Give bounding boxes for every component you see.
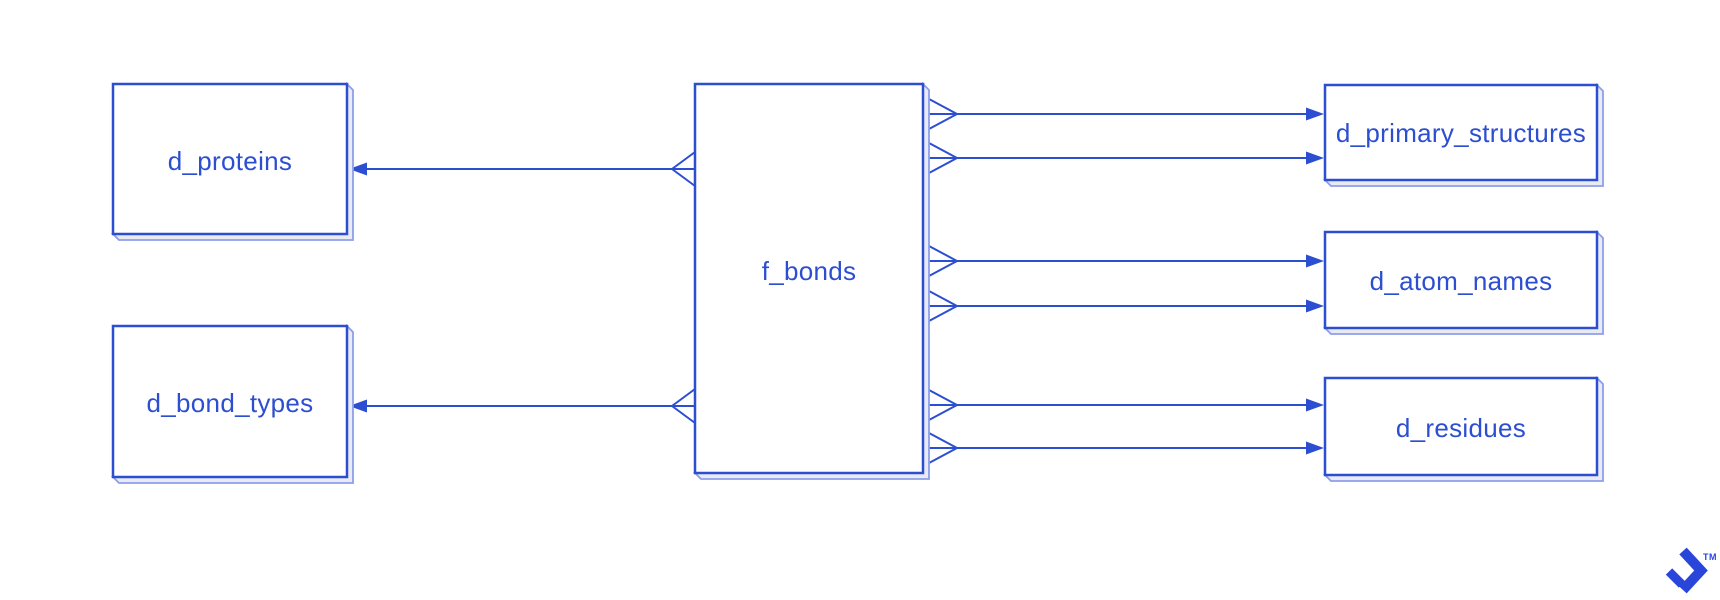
entity-d-bond-types: d_bond_types (110, 323, 354, 484)
crow-foot-many-icon (671, 151, 696, 187)
crow-foot-many-icon (928, 290, 958, 322)
entity-box (1323, 376, 1599, 477)
crow-foot-many-icon (928, 432, 958, 464)
logo-chevron (1679, 547, 1708, 594)
crow-foot-many-icon (928, 98, 958, 130)
arrowhead-icon (1306, 441, 1324, 455)
relationship-f-bonds-d-primary-structures (928, 98, 1324, 174)
relationship-f-bonds-d-residues (928, 389, 1324, 464)
entity-box (1323, 230, 1599, 330)
arrowhead-icon (1306, 254, 1324, 268)
toptal-logo-icon: TM (1665, 547, 1717, 594)
entity-label: f_bonds (762, 256, 857, 286)
arrowhead-icon (349, 399, 367, 413)
arrowhead-icon (349, 162, 367, 176)
entity-label: d_primary_structures (1336, 118, 1586, 148)
crow-foot-many-icon (928, 389, 958, 421)
crow-foot-many-icon (928, 245, 958, 277)
entity-d-proteins: d_proteins (110, 81, 354, 241)
entity-f-bonds: f_bonds (692, 81, 930, 480)
relationship-f-bonds-d-proteins (349, 151, 696, 187)
entity-label: d_bond_types (147, 388, 314, 418)
entity-d-primary-structures: d_primary_structures (1322, 82, 1604, 187)
entity-box (111, 324, 349, 479)
entity-d-atom-names: d_atom_names (1322, 229, 1604, 335)
entity-d-residues: d_residues (1322, 375, 1604, 482)
crow-foot-many-icon (928, 142, 958, 174)
arrowhead-icon (1306, 398, 1324, 412)
entity-box (1323, 83, 1599, 182)
entity-label: d_residues (1396, 413, 1526, 443)
relationship-f-bonds-d-bond-types (349, 388, 696, 424)
arrowhead-icon (1306, 151, 1324, 165)
entity-box (111, 82, 349, 236)
arrowhead-icon (1306, 299, 1324, 313)
arrowhead-icon (1306, 107, 1324, 121)
relationship-f-bonds-d-atom-names (928, 245, 1324, 322)
entity-box (693, 82, 925, 475)
trademark-label: TM (1703, 552, 1717, 562)
logo-bar (1665, 568, 1686, 588)
entity-label: d_atom_names (1370, 266, 1553, 296)
crow-foot-many-icon (671, 388, 696, 424)
entity-label: d_proteins (168, 146, 292, 176)
